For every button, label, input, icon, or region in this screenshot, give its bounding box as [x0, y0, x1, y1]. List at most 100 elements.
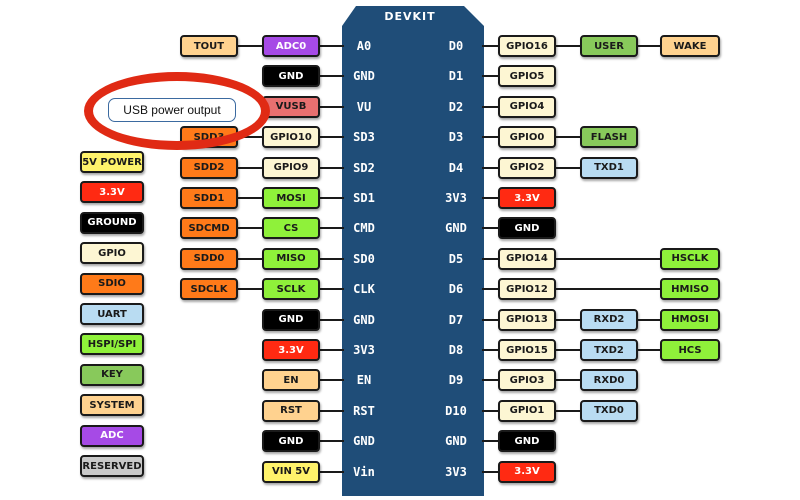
- pin-function-label: TXD0: [580, 399, 638, 422]
- connector-line: [238, 136, 262, 139]
- chip-pin-label: 3V3: [353, 343, 375, 357]
- connector-line: [320, 257, 344, 260]
- pin-function-label: 3.3V: [262, 339, 320, 361]
- connector-line: [556, 136, 580, 139]
- chip-pin-label: 3V3: [445, 191, 467, 205]
- pin-function-label: TOUT: [180, 35, 238, 57]
- pin-function-label: GND: [262, 65, 320, 88]
- chip-pin-label: 3V3: [445, 464, 467, 479]
- pin-function-label: SDD2: [180, 156, 238, 179]
- pin-function-label: ADC0: [262, 35, 320, 57]
- connector-line: [320, 349, 344, 351]
- chip-pin-label: GND: [353, 434, 375, 449]
- pin-function-label: GND: [262, 430, 320, 453]
- connector-line: [238, 227, 262, 230]
- pin-function-label: GPIO15: [498, 339, 556, 361]
- connector-line: [482, 75, 498, 78]
- pin-function-label: RXD2: [580, 308, 638, 331]
- chip-pin-label: SD3: [353, 130, 375, 145]
- connector-line: [482, 227, 498, 230]
- pin-function-label: HCS: [660, 339, 720, 361]
- connector-line: [320, 166, 344, 169]
- pin-function-label: TXD1: [580, 156, 638, 179]
- legend-item: UART: [80, 303, 144, 325]
- pin-function-label: GND: [498, 217, 556, 240]
- chip-pin-label: D4: [448, 160, 464, 175]
- connector-line: [320, 227, 344, 230]
- pin-function-label: EN: [262, 369, 320, 392]
- pin-function-label: MISO: [262, 247, 320, 270]
- connector-line: [556, 288, 660, 291]
- connector-line: [482, 197, 498, 199]
- chip-pin-label: D7: [448, 312, 464, 327]
- connector-line: [238, 166, 262, 169]
- chip-pin-label: GND: [445, 434, 467, 449]
- chip-pin-label: SD0: [353, 251, 375, 266]
- connector-line: [482, 105, 498, 108]
- connector-line: [482, 136, 498, 139]
- chip-pin-label: A0: [356, 39, 372, 53]
- connector-line: [320, 75, 344, 78]
- chip-pin-label: D0: [448, 39, 464, 53]
- connector-line: [482, 257, 498, 260]
- chip-pin-label: D6: [448, 282, 464, 297]
- connector-line: [320, 45, 344, 47]
- connector-line: [238, 257, 262, 260]
- legend-item: GPIO: [80, 242, 144, 265]
- pin-function-label: USER: [580, 35, 638, 57]
- pin-function-label: SCLK: [262, 278, 320, 301]
- pin-function-label: RXD0: [580, 369, 638, 392]
- legend-item: SDIO: [80, 272, 144, 295]
- pin-function-label: SDD1: [180, 187, 238, 209]
- connector-line: [238, 288, 262, 291]
- pin-function-label: FLASH: [580, 126, 638, 149]
- pin-function-label: GPIO14: [498, 247, 556, 270]
- chip-pin-label: D10: [445, 403, 467, 418]
- pin-function-label: GPIO3: [498, 369, 556, 392]
- connector-line: [638, 349, 660, 351]
- chip-pin-label: CMD: [353, 221, 375, 236]
- connector-line: [482, 318, 498, 321]
- connector-line: [320, 379, 344, 382]
- connector-line: [556, 166, 580, 169]
- chip-pin-label: EN: [356, 373, 372, 388]
- pin-function-label: SDCMD: [180, 217, 238, 240]
- chip-pin-label: Vin: [353, 464, 375, 479]
- connector-line: [556, 45, 580, 47]
- chip-pin-label: D3: [448, 130, 464, 145]
- chip-pin-label: D8: [448, 343, 464, 357]
- legend-item: 3.3V: [80, 181, 144, 204]
- connector-line: [638, 45, 660, 47]
- connector-line: [556, 318, 580, 321]
- chip-pin-label: GND: [353, 69, 375, 84]
- connector-line: [238, 45, 262, 47]
- connector-line: [482, 409, 498, 412]
- chip-pin-label: D1: [448, 69, 464, 84]
- legend-item: ADC: [80, 424, 144, 447]
- pin-function-label: GPIO16: [498, 35, 556, 57]
- connector-line: [638, 318, 660, 321]
- connector-line: [320, 105, 344, 108]
- pin-function-label: VUSB: [262, 95, 320, 118]
- pin-function-label: GPIO12: [498, 278, 556, 301]
- pin-function-label: GPIO1: [498, 399, 556, 422]
- pin-function-label: 3.3V: [498, 460, 556, 483]
- callout-highlight-ring: [84, 72, 270, 150]
- chip-pin-label: D2: [448, 99, 464, 114]
- connector-line: [482, 379, 498, 382]
- pin-function-label: GPIO13: [498, 308, 556, 331]
- chip-pin-label: RST: [353, 403, 375, 418]
- pin-function-label: HMOSI: [660, 308, 720, 331]
- board-title: DEVKIT: [384, 10, 436, 23]
- connector-line: [482, 288, 498, 291]
- connector-line: [320, 136, 344, 139]
- pin-function-label: GND: [262, 308, 320, 331]
- callout-label: USB power output: [108, 98, 236, 122]
- connector-line: [556, 257, 660, 260]
- pin-function-label: VIN 5V: [262, 460, 320, 483]
- chip-pin-label: GND: [353, 312, 375, 327]
- chip-pin-label: D9: [448, 373, 464, 388]
- pin-function-label: GPIO2: [498, 156, 556, 179]
- legend-item: SYSTEM: [80, 394, 144, 417]
